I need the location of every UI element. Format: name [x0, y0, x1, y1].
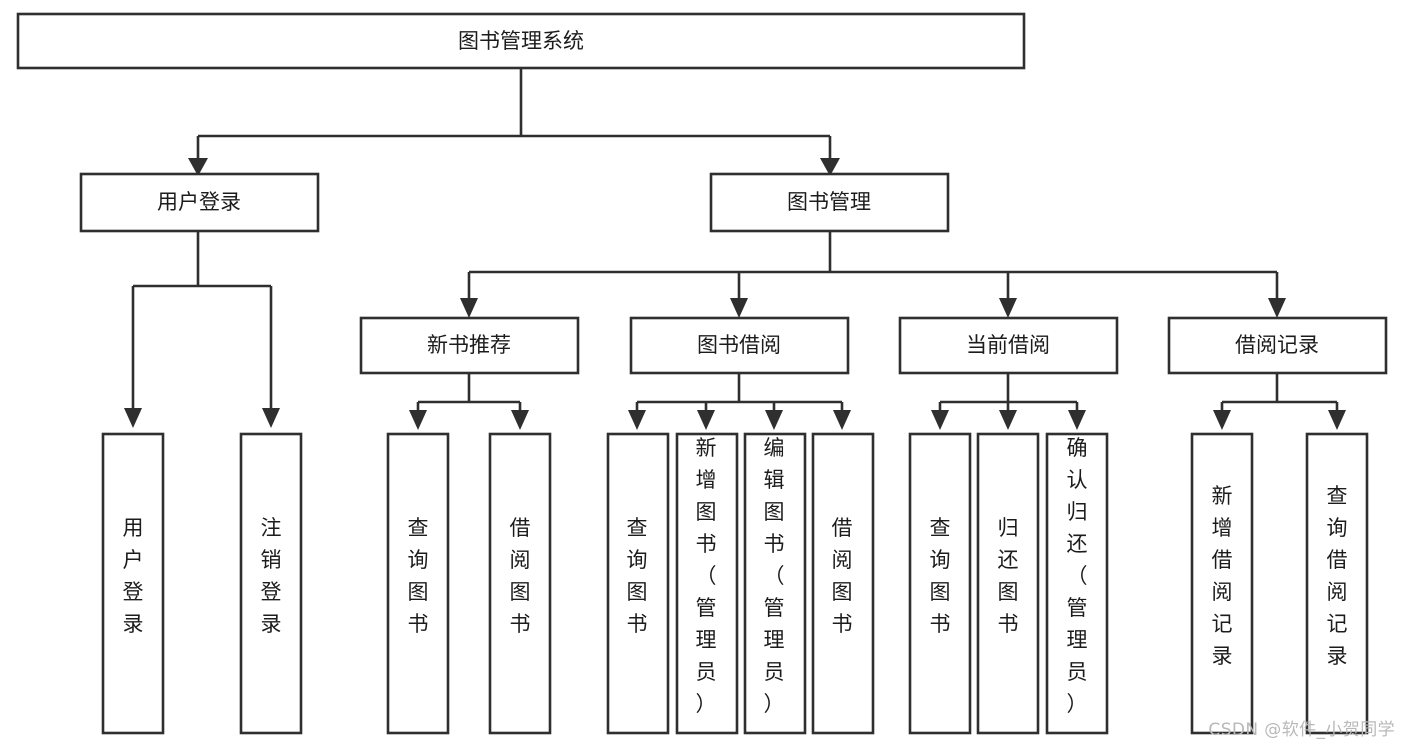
node-user-login-box[interactable]: [79, 172, 320, 233]
node-leaf-cur-return[interactable]: 归还图书: [976, 432, 1040, 735]
node-leaf-cur-confirm[interactable]: 确认归还（管理员）: [1045, 432, 1109, 735]
node-root[interactable]: 图书管理系统: [16, 12, 1026, 70]
node-leaf-rec-search-label: 查询借阅记录: [1327, 484, 1348, 668]
watermark-credit: CSDN @软件_小贺同学: [1208, 720, 1395, 740]
arrow-head-borrow-record: [1268, 298, 1286, 318]
node-book-borrow-box[interactable]: [629, 316, 850, 375]
node-leaf-cur-return-label: 归还图书: [998, 516, 1019, 636]
arrow-head-leaf-cur-return: [999, 410, 1017, 430]
node-root-box[interactable]: [16, 12, 1026, 70]
node-current-borrow-box[interactable]: [898, 316, 1119, 375]
node-leaf-user-logout[interactable]: 注销登录: [239, 432, 303, 735]
node-borrow-record[interactable]: 借阅记录: [1167, 316, 1388, 375]
arrow-head-book-borrow: [730, 298, 748, 318]
node-leaf-rec-query-label: 查询图书: [408, 516, 429, 636]
node-leaf-rec-borrow[interactable]: 借阅图书: [488, 432, 552, 735]
node-leaf-borrow-do-label: 借阅图书: [832, 516, 853, 636]
arrow-head-leaf-rec-borrow: [511, 410, 529, 430]
node-leaf-borrow-edit-box[interactable]: [743, 432, 807, 735]
node-leaf-borrow-add-label: 新增图书（管理员）: [696, 436, 717, 716]
node-leaf-borrow-do[interactable]: 借阅图书: [811, 432, 875, 735]
arrow-head-leaf-cur-query: [931, 410, 949, 430]
node-leaf-user-logout-box[interactable]: [239, 432, 303, 735]
node-leaf-borrow-query-label: 查询图书: [627, 516, 648, 636]
node-leaf-borrow-query-box[interactable]: [606, 432, 670, 735]
node-leaf-rec-query-box[interactable]: [386, 432, 450, 735]
arrow-head-current-borrow: [999, 298, 1017, 318]
node-leaf-cur-confirm-label: 确认归还（管理员）: [1067, 436, 1088, 716]
node-leaf-cur-confirm-box[interactable]: [1045, 432, 1109, 735]
node-current-borrow-label: 当前借阅: [966, 333, 1050, 357]
node-borrow-record-box[interactable]: [1167, 316, 1388, 375]
arrow-head-leaf-borrow-add: [697, 410, 715, 430]
node-leaf-cur-return-box[interactable]: [976, 432, 1040, 735]
node-new-book-rec[interactable]: 新书推荐: [359, 316, 580, 375]
arrow-head-leaf-user-login: [124, 408, 142, 428]
node-current-borrow[interactable]: 当前借阅: [898, 316, 1119, 375]
node-leaf-borrow-edit[interactable]: 编辑图书（管理员）: [743, 432, 807, 735]
arrow-head-user-login: [188, 158, 208, 176]
node-leaf-rec-borrow-box[interactable]: [488, 432, 552, 735]
node-leaf-rec-add-label: 新增借阅记录: [1212, 484, 1233, 668]
node-leaf-borrow-add-box[interactable]: [675, 432, 739, 735]
node-leaf-user-login[interactable]: 用户登录: [101, 432, 165, 735]
node-leaf-rec-search-box[interactable]: [1305, 432, 1369, 735]
node-leaf-rec-borrow-label: 借阅图书: [510, 516, 531, 636]
node-root-label: 图书管理系统: [458, 29, 584, 53]
node-borrow-record-label: 借阅记录: [1235, 333, 1319, 357]
arrow-head-leaf-user-logout: [262, 408, 280, 428]
node-leaf-rec-search[interactable]: 查询借阅记录: [1305, 432, 1369, 735]
arrow-head-leaf-rec-search: [1328, 410, 1346, 430]
node-leaf-borrow-edit-label: 编辑图书（管理员）: [764, 436, 785, 716]
node-book-manage-box[interactable]: [709, 172, 950, 233]
node-leaf-cur-query[interactable]: 查询图书: [908, 432, 972, 735]
arrow-head-leaf-rec-query: [409, 410, 427, 430]
arrow-head-leaf-cur-confirm: [1068, 410, 1086, 430]
node-leaf-user-login-box[interactable]: [101, 432, 165, 735]
node-user-login-label: 用户登录: [157, 190, 241, 214]
node-leaf-rec-query[interactable]: 查询图书: [386, 432, 450, 735]
node-book-manage[interactable]: 图书管理: [709, 172, 950, 233]
node-user-login[interactable]: 用户登录: [79, 172, 320, 233]
node-book-manage-label: 图书管理: [787, 190, 871, 214]
node-leaf-user-login-label: 用户登录: [123, 516, 144, 636]
node-new-book-rec-box[interactable]: [359, 316, 580, 375]
arrow-head-book-manage: [820, 158, 840, 176]
node-leaf-cur-query-label: 查询图书: [930, 516, 951, 636]
node-leaf-borrow-add[interactable]: 新增图书（管理员）: [675, 432, 739, 735]
node-leaf-borrow-query[interactable]: 查询图书: [606, 432, 670, 735]
node-leaf-borrow-do-box[interactable]: [811, 432, 875, 735]
arrow-head-leaf-borrow-edit: [765, 410, 783, 430]
arrow-head-leaf-borrow-query: [628, 410, 646, 430]
node-leaf-rec-add-box[interactable]: [1190, 432, 1254, 735]
arrow-head-new-book-rec: [460, 298, 478, 318]
arrow-head-leaf-rec-add: [1213, 410, 1231, 430]
connector-layer: [124, 68, 1346, 430]
node-leaf-cur-query-box[interactable]: [908, 432, 972, 735]
arrow-head-leaf-borrow-do: [833, 410, 851, 430]
node-leaf-user-logout-label: 注销登录: [261, 516, 282, 636]
node-book-borrow[interactable]: 图书借阅: [629, 316, 850, 375]
node-leaf-rec-add[interactable]: 新增借阅记录: [1190, 432, 1254, 735]
node-book-borrow-label: 图书借阅: [697, 333, 781, 357]
node-new-book-rec-label: 新书推荐: [427, 333, 511, 357]
